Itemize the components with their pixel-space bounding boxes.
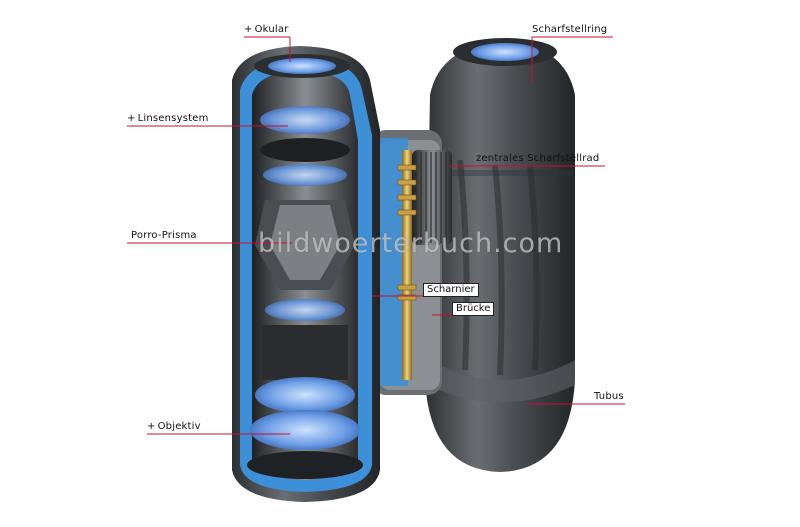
plus-marker: + [244,24,253,35]
objective-lens [250,410,360,450]
label-scharfstellring-text: Scharfstellring [532,24,608,35]
focus-wheel [412,150,452,245]
objective-lens-top [255,377,355,413]
label-linsensystem-text: Linsensystem [137,113,209,124]
focus-spindle [402,150,412,380]
label-porro-prisma-text: Porro-Prisma [131,230,197,241]
label-tubus: Tubus [594,391,624,403]
left-tube-cutaway [232,46,380,502]
leader-lines [127,36,625,435]
label-okular-text: Okular [254,24,289,35]
label-zentrales-scharfstellrad: zentrales Scharfstellrad [476,153,599,165]
label-linsensystem[interactable]: +Linsensystem [127,113,209,125]
label-porro-prisma: Porro-Prisma [131,230,197,242]
eyepiece-lens [268,58,336,74]
plus-marker: + [147,421,156,432]
lens-system-element-2 [263,164,347,186]
label-scharnier-text: Scharnier [427,284,475,295]
watermark: bildwoerterbuch.com [258,228,564,259]
right-eyepiece-lens [471,43,539,61]
label-bruecke: Brücke [452,302,495,316]
label-scharfstellring: Scharfstellring [532,24,607,36]
label-objektiv-text: Objektiv [157,421,201,432]
label-tubus-text: Tubus [594,391,624,402]
plus-marker: + [127,113,136,124]
label-scharnier: Scharnier [423,283,479,297]
label-zentrales-scharfstellrad-text: zentrales Scharfstellrad [476,153,600,164]
lens-system-element-1 [260,106,350,134]
bridge [372,130,452,395]
label-okular[interactable]: +Okular [244,24,289,36]
label-bruecke-text: Brücke [456,303,491,314]
label-objektiv[interactable]: +Objektiv [147,421,201,433]
right-tube [425,38,575,472]
